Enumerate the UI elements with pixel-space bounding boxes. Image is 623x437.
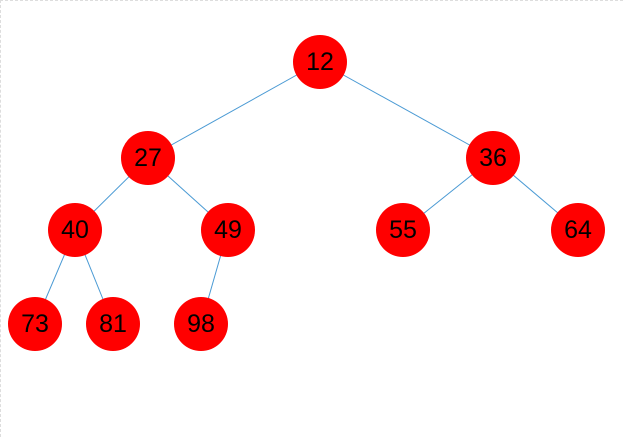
tree-node-circle	[48, 203, 102, 257]
tree-edge-12-36	[319, 61, 494, 159]
tree-node-label: 36	[479, 144, 507, 172]
tree-node-73: 73	[8, 297, 62, 351]
tree-node-circle	[8, 297, 62, 351]
tree-node-40: 40	[48, 203, 102, 257]
tree-node-circle	[466, 131, 520, 185]
tree-node-circle	[376, 203, 430, 257]
tree-node-label: 12	[306, 48, 334, 76]
tree-node-64: 64	[551, 203, 605, 257]
tree-node-49: 49	[201, 203, 255, 257]
tree-node-label: 73	[21, 310, 49, 338]
tree-node-98: 98	[174, 297, 228, 351]
tree-node-label: 27	[134, 144, 162, 172]
tree-node-circle	[201, 203, 255, 257]
tree-node-label: 98	[187, 310, 215, 338]
tree-node-label: 55	[389, 216, 417, 244]
tree-node-36: 36	[466, 131, 520, 185]
tree-node-label: 81	[99, 310, 127, 338]
tree-node-label: 64	[564, 216, 592, 244]
tree-node-27: 27	[121, 131, 175, 185]
tree-nodes: 12 27 36 40 49 55 64 73 81 98	[8, 35, 605, 351]
tree-node-label: 49	[214, 216, 242, 244]
tree-edge-12-27	[147, 61, 321, 159]
tree-node-circle	[293, 35, 347, 89]
tree-node-circle	[174, 297, 228, 351]
tree-edges	[34, 61, 579, 325]
tree-node-55: 55	[376, 203, 430, 257]
tree-node-circle	[86, 297, 140, 351]
tree-node-12: 12	[293, 35, 347, 89]
tree-node-label: 40	[61, 216, 89, 244]
tree-node-circle	[121, 131, 175, 185]
tree-node-81: 81	[86, 297, 140, 351]
tree-node-circle	[551, 203, 605, 257]
